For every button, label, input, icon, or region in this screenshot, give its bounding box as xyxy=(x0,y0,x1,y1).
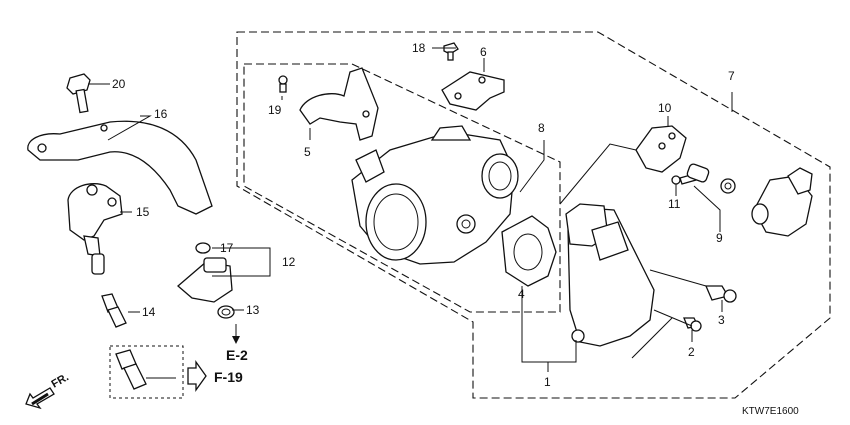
callout-2: 2 xyxy=(688,345,695,359)
bracket-10[interactable] xyxy=(635,125,687,173)
ref-f19[interactable]: F-19 xyxy=(214,369,243,385)
throttle-sensor[interactable] xyxy=(751,167,813,237)
actuator-1[interactable] xyxy=(565,203,655,347)
f19-arrow xyxy=(187,359,207,393)
callout-20: 20 xyxy=(112,77,126,91)
group-boundary-8 xyxy=(243,63,561,313)
callout-8: 8 xyxy=(538,121,545,135)
e2-arrow xyxy=(232,336,240,344)
map-sensor-15[interactable] xyxy=(67,183,123,275)
collar-9[interactable] xyxy=(686,163,736,194)
plate-5[interactable] xyxy=(299,67,379,141)
callout-12: 12 xyxy=(282,255,296,269)
callout-19: 19 xyxy=(268,103,282,117)
bolt-20[interactable] xyxy=(66,73,91,114)
screw-2[interactable] xyxy=(683,317,702,332)
gasket-4[interactable] xyxy=(501,215,557,287)
variant-box xyxy=(109,345,184,399)
o-ring-17[interactable] xyxy=(195,242,211,254)
front-label: FR. xyxy=(50,371,71,390)
leader-lines xyxy=(88,47,733,372)
callout-15: 15 xyxy=(136,205,150,219)
sensor-14[interactable] xyxy=(101,293,127,328)
callout-13: 13 xyxy=(246,303,260,317)
callout-14: 14 xyxy=(142,305,156,319)
callout-5: 5 xyxy=(304,145,311,159)
callout-9: 9 xyxy=(716,231,723,245)
callout-7: 7 xyxy=(728,69,735,83)
sensor-14-variant[interactable] xyxy=(115,349,176,390)
callout-6: 6 xyxy=(480,45,487,59)
bracket-6[interactable] xyxy=(441,71,505,111)
callout-11: 11 xyxy=(668,197,681,211)
screw-19[interactable] xyxy=(278,75,288,93)
screw-3[interactable] xyxy=(705,285,737,303)
callout-16: 16 xyxy=(154,107,168,121)
group-boundary-7 xyxy=(236,31,831,399)
injector-12[interactable] xyxy=(177,257,233,303)
callout-18: 18 xyxy=(412,41,426,55)
seal-13[interactable] xyxy=(217,305,235,319)
callout-17: 17 xyxy=(220,241,234,255)
throttle-body-8[interactable] xyxy=(351,125,519,265)
callout-10: 10 xyxy=(658,101,672,115)
front-arrow-icon xyxy=(25,387,55,410)
bracket-16[interactable] xyxy=(27,120,213,215)
ref-e2[interactable]: E-2 xyxy=(226,347,248,363)
callout-3: 3 xyxy=(718,313,725,327)
bolt-18[interactable] xyxy=(443,42,459,61)
callout-1: 1 xyxy=(544,375,551,389)
callout-4: 4 xyxy=(518,287,525,301)
diagram-code: KTW7E1600 xyxy=(742,406,799,417)
